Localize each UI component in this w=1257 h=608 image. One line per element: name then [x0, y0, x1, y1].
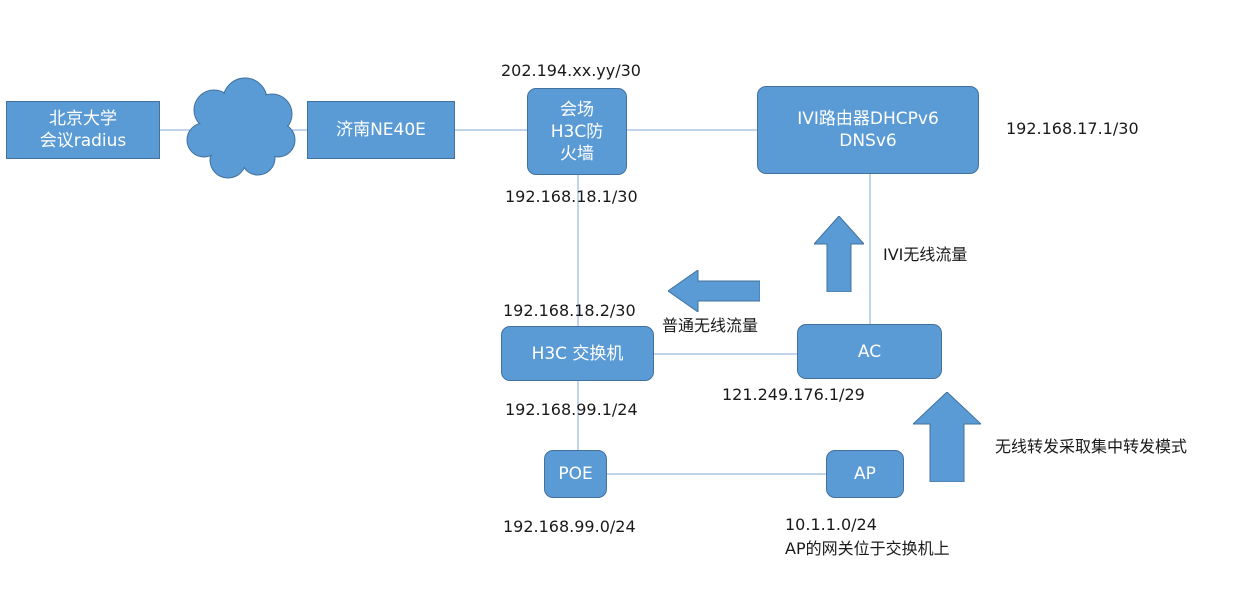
ivi-router-ip-label: 192.168.17.1/30: [1006, 119, 1139, 138]
firewall-node: 会场 H3C防 火墙: [527, 88, 627, 175]
forwarding-mode-label: 无线转发采取集中转发模式: [995, 437, 1188, 456]
ap-subnet-label: 10.1.1.0/24: [785, 515, 877, 534]
firewall-lan-ip-label: 192.168.18.1/30: [505, 187, 638, 206]
poe-subnet-label: 192.168.99.0/24: [503, 517, 636, 536]
ap-node: AP: [826, 450, 904, 498]
h3c-switch-node: H3C 交换机: [501, 326, 654, 381]
switch-poe-ip-label: 192.168.99.1/24: [505, 400, 638, 419]
up-arrow-icon: [913, 392, 981, 482]
poe-node: POE: [544, 450, 607, 498]
ac-node: AC: [797, 324, 942, 379]
firewall-wan-ip-label: 202.194.xx.yy/30: [501, 61, 641, 80]
left-arrow-icon: [668, 270, 760, 312]
ivi-traffic-label: IVI无线流量: [883, 245, 968, 264]
ac-ip-label: 121.249.176.1/29: [722, 385, 865, 404]
switch-uplink-ip-label: 192.168.18.2/30: [503, 301, 636, 320]
pku-radius-node: 北京大学 会议radius: [6, 101, 160, 159]
normal-traffic-label: 普通无线流量: [662, 316, 759, 335]
jinan-router-node: 济南NE40E: [307, 101, 455, 159]
up-arrow-icon: [814, 216, 864, 292]
ap-gateway-note-label: AP的网关位于交换机上: [785, 539, 950, 558]
ivi-router-node: IVI路由器DHCPv6 DNSv6: [757, 86, 979, 174]
